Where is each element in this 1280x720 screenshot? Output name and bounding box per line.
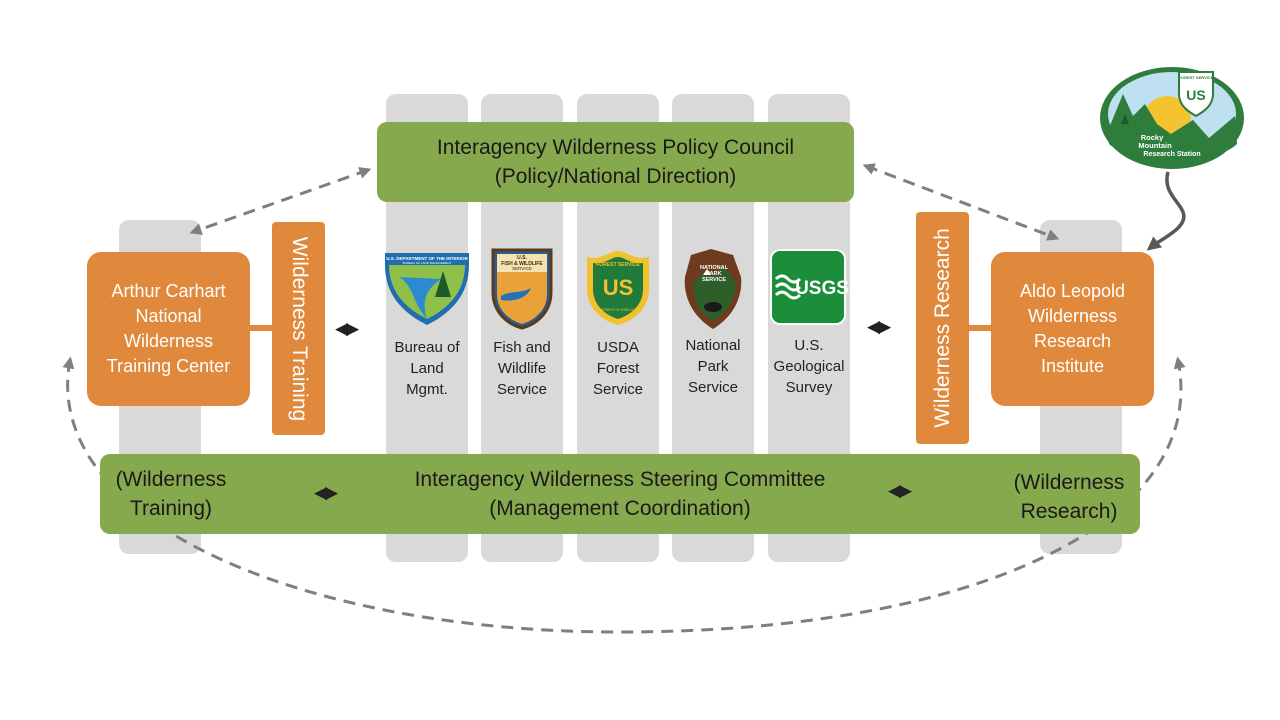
double-arrow-icon: ◀▶: [888, 481, 912, 500]
blm-logo-top: U.S. DEPARTMENT OF THE INTERIOR: [386, 256, 468, 261]
carhart-center-box: Arthur Carhart National Wilderness Train…: [87, 252, 250, 406]
agency-label-blm: Bureau of Land Mgmt.: [394, 339, 460, 398]
leopold-line-1: Aldo Leopold: [1019, 281, 1126, 301]
fs-logo-mono: US: [603, 275, 634, 300]
nps-logo-top: NATIONAL: [700, 265, 729, 271]
nps-logo-mid: PARK: [706, 271, 721, 277]
steering-committee-subtitle: (Management Coordination): [489, 497, 751, 520]
dashed-arrow-council-to-carhart: [189, 167, 372, 235]
carhart-connector-bar: [249, 325, 273, 331]
leopold-line-3: Research: [1033, 331, 1112, 351]
rmrs-logo-icon: FOREST SERVICE US Rocky Mountain Researc…: [1098, 65, 1246, 171]
carhart-line-4: Training Center: [106, 356, 231, 376]
steering-right-label: (Wilderness Research): [1013, 471, 1125, 523]
policy-council-box: Interagency Wilderness Policy Council (P…: [377, 122, 854, 202]
wilderness-research-label: Wilderness Research: [930, 228, 954, 428]
fs-logo-top: FOREST SERVICE: [596, 262, 640, 268]
fs-logo-bottom: DEPARTMENT OF AGRICULTURE: [593, 308, 643, 312]
policy-council-title: Interagency Wilderness Policy Council: [436, 136, 795, 159]
steering-left-label: (Wilderness Training): [115, 468, 227, 520]
rmrs-line-1: Rocky: [1141, 133, 1164, 142]
usgs-logo-text: USGS: [795, 278, 849, 299]
nps-logo-bottom: SERVICE: [702, 277, 726, 283]
blm-shield-icon: U.S. DEPARTMENT OF THE INTERIOR BUREAU O…: [385, 253, 469, 325]
rmrs-line-3: Research Station: [1143, 151, 1200, 158]
fws-logo-top: U.S.: [517, 255, 527, 261]
agency-label-fws: Fish and Wildlife Service: [493, 339, 551, 398]
dashed-arrow-council-to-leopold: [862, 163, 1060, 241]
leopold-line-2: Wilderness: [1027, 306, 1118, 326]
double-arrow-icon: ◀▶: [335, 319, 359, 338]
carhart-line-1: Arthur Carhart: [111, 281, 226, 301]
double-arrow-icon: ◀▶: [867, 317, 891, 336]
rmrs-shield-mono: US: [1186, 87, 1205, 103]
nps-arrowhead-icon: NATIONAL PARK SERVICE: [684, 249, 742, 329]
carhart-line-3: Wilderness: [123, 331, 214, 351]
steering-committee-box: Interagency Wilderness Steering Committe…: [100, 454, 1140, 534]
wilderness-training-bar: Wilderness Training: [272, 222, 325, 435]
fws-logo-bottom: SERVICE: [512, 266, 532, 271]
agency-label-usgs: U.S. Geological Survey: [773, 337, 845, 396]
blm-logo-sub: BUREAU OF LAND MANAGEMENT: [403, 261, 452, 265]
wilderness-training-label: Wilderness Training: [287, 236, 311, 421]
usgs-logo-icon: USGS: [770, 249, 849, 325]
agency-label-usfs: USDA Forest Service: [592, 339, 644, 398]
steering-committee-title: Interagency Wilderness Steering Committe…: [414, 468, 826, 491]
forest-service-shield-icon: FOREST SERVICE US DEPARTMENT OF AGRICULT…: [587, 251, 649, 325]
policy-council-subtitle: (Policy/National Direction): [494, 165, 737, 188]
fws-shield-icon: U.S. FISH & WILDLIFE SERVICE: [491, 248, 553, 330]
leopold-line-4: Institute: [1040, 356, 1105, 376]
leopold-institute-box: Aldo Leopold Wilderness Research Institu…: [991, 252, 1154, 406]
double-arrow-icon: ◀▶: [314, 483, 338, 502]
rmrs-line-2: Mountain: [1138, 141, 1172, 150]
carhart-line-2: National: [135, 306, 202, 326]
agency-label-nps: National Park Service: [685, 337, 741, 396]
rmrs-connector-arrow: [1146, 171, 1186, 251]
rmrs-shield-top: FOREST SERVICE: [1179, 75, 1214, 80]
fws-logo-mid: FISH & WILDLIFE: [501, 261, 543, 267]
leopold-connector-bar: [968, 325, 992, 331]
wilderness-research-bar: Wilderness Research: [916, 212, 969, 444]
